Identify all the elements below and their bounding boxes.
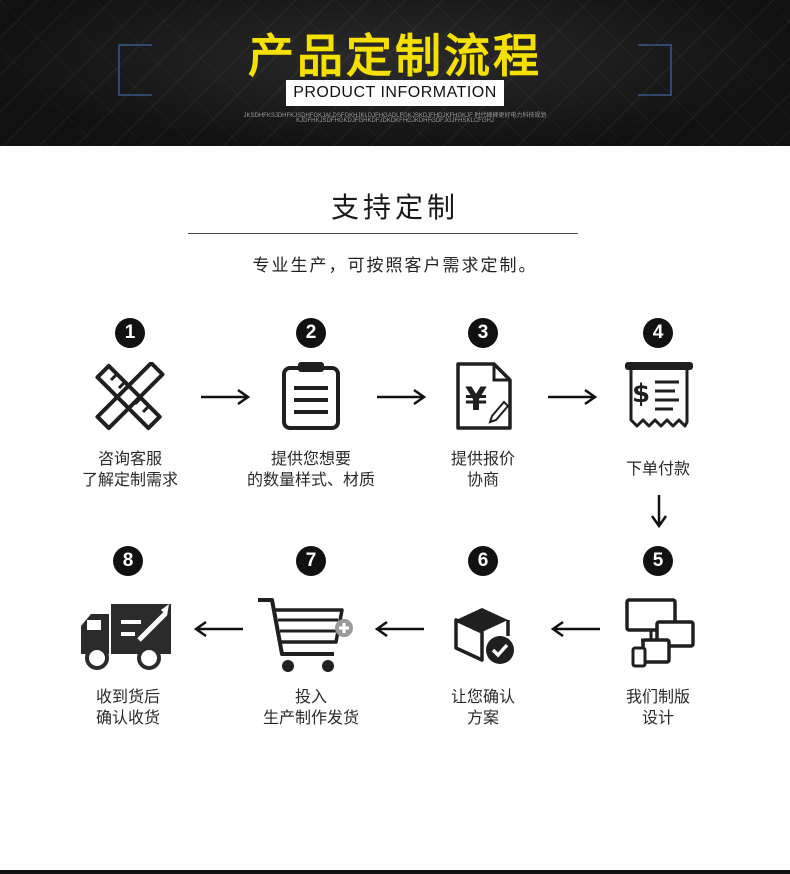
yuan-document-icon: ¥ [454, 360, 514, 436]
step-number: 1 [115, 318, 145, 348]
step-label-line1: 提供您想要 [270, 449, 351, 468]
step-label-line1: 我们制版 [625, 687, 690, 706]
step-label-line2: 了解定制需求 [81, 470, 178, 489]
step-2: 2 提供您想要 的数量样式、材质 [226, 318, 396, 498]
step-label-line1: 让您确认 [450, 687, 515, 706]
banner-small-text-1: JKSDHFKSJDHFKJSDHFGKJALDSFGKHJKLDJFHGADL… [243, 113, 547, 119]
step-1: 1 咨询客服 了解定制需求 [45, 318, 215, 498]
step-label-line1: 投入 [294, 687, 327, 706]
arrow-right-icon [377, 388, 427, 406]
cart-icon [256, 596, 356, 680]
bracket-left-decoration [118, 44, 152, 96]
step-number: 7 [296, 546, 326, 576]
step-number: 3 [468, 318, 498, 348]
arrow-down-icon [650, 495, 668, 528]
step-5: 5 我们制版 设计 [573, 546, 743, 736]
svg-text:$: $ [632, 379, 650, 409]
step-label-line2: 的数量样式、材质 [246, 470, 375, 489]
step-label-line2: 协商 [466, 470, 499, 489]
step-7: 7 投入 生产制作发货 [226, 546, 396, 736]
step-label-line1: 收到货后 [95, 687, 160, 706]
package-check-icon [450, 598, 520, 674]
devices-icon [623, 596, 697, 672]
step-6: 6 让您确认 方案 [398, 546, 568, 736]
step-number: 8 [113, 546, 143, 576]
step-label-line2: 生产制作发货 [262, 708, 359, 727]
arrow-left-icon [374, 620, 424, 638]
step-number: 6 [468, 546, 498, 576]
step-label: 投入 生产制作发货 [226, 686, 396, 728]
step-8: 8 收到货后 确认收货 [43, 546, 213, 736]
step-label-line2: 方案 [466, 708, 499, 727]
step-label-line1: 下单付款 [625, 459, 690, 478]
step-label: 我们制版 设计 [573, 686, 743, 728]
step-label: 让您确认 方案 [398, 686, 568, 728]
bracket-right-decoration [638, 44, 672, 96]
ruler-pencil-icon [95, 361, 165, 436]
step-label-line2: 确认收货 [95, 708, 160, 727]
step-label: 提供报价 协商 [398, 448, 568, 490]
section-title: 支持定制 [330, 191, 459, 224]
section-divider [188, 233, 578, 234]
step-3: 3 ¥ 提供报价 协商 [398, 318, 568, 498]
bottom-divider [0, 870, 790, 874]
step-label-line2: 设计 [641, 708, 674, 727]
section-description: 专业生产，可按照客户需求定制。 [252, 256, 538, 276]
step-number: 5 [643, 546, 673, 576]
step-label: 咨询客服 了解定制需求 [45, 448, 215, 490]
step-label-line1: 咨询客服 [97, 449, 162, 468]
banner-subtitle: PRODUCT INFORMATION [286, 80, 504, 106]
arrow-left-icon [193, 620, 243, 638]
header-banner: 产品定制流程 PRODUCT INFORMATION JKSDHFKSJDHFK… [0, 0, 790, 146]
step-label-line1: 提供报价 [450, 449, 515, 468]
clipboard-icon [278, 360, 344, 436]
banner-small-text-2: KJDFHKJSDFHGKDJFGHKDFJDKDKFHGJKDHFGDFJGJ… [296, 118, 494, 124]
truck-icon [77, 598, 173, 674]
receipt-icon: $ [623, 358, 695, 438]
arrow-right-icon [201, 388, 251, 406]
step-label: 收到货后 确认收货 [43, 686, 213, 728]
step-number: 4 [643, 318, 673, 348]
step-label: 下单付款 [573, 458, 743, 479]
step-label: 提供您想要 的数量样式、材质 [226, 448, 396, 490]
step-4: 4 $ 下单付款 [573, 318, 743, 498]
banner-title: 产品定制流程 [248, 29, 542, 83]
arrow-right-icon [548, 388, 598, 406]
arrow-left-icon [550, 620, 600, 638]
step-number: 2 [296, 318, 326, 348]
svg-text:¥: ¥ [465, 380, 487, 418]
